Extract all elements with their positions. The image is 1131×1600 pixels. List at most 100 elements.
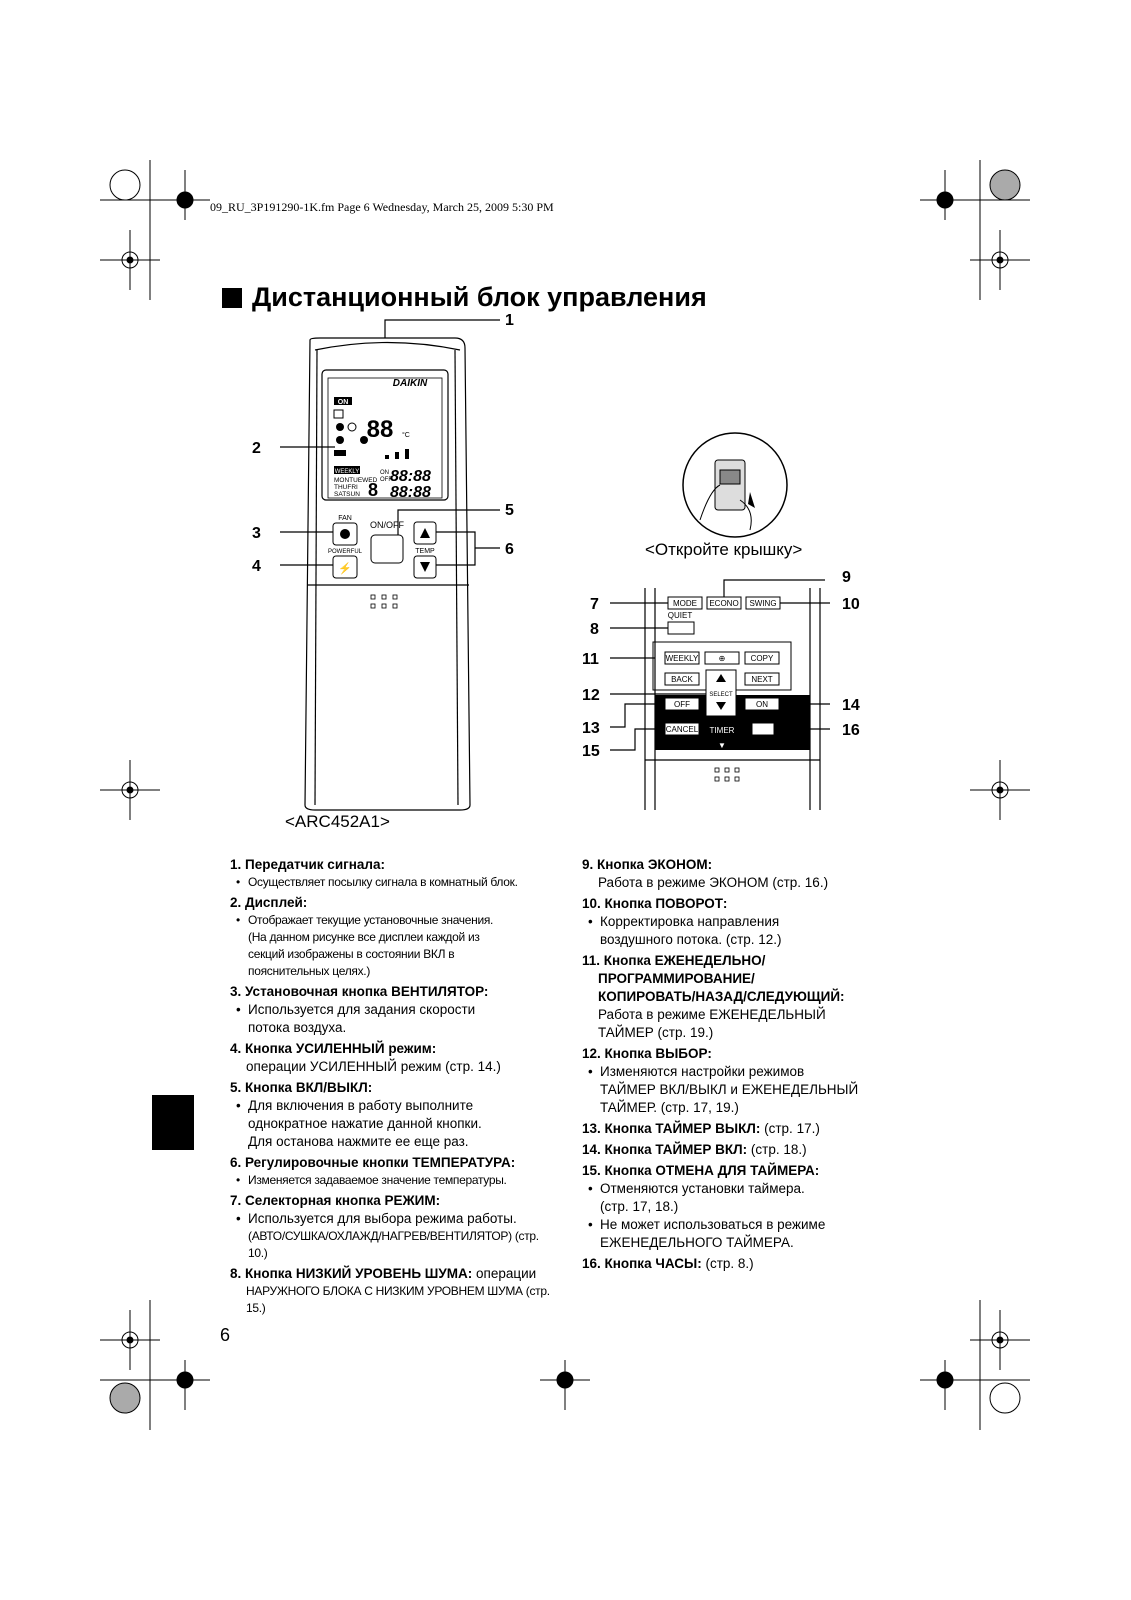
item-heading: 8. Кнопка НИЗКИЙ УРОВЕНЬ ШУМА: операции [230,1266,537,1281]
callout-1: 1 [505,312,514,329]
callout-14: 14 [842,697,860,714]
description-item: 12. Кнопка ВЫБОР: Изменяются настройки ре… [582,1045,912,1117]
item-line: (АВТО/СУШКА/ОХЛАЖД/НАГРЕВ/ВЕНТИЛЯТОР) (с… [248,1229,539,1260]
open-cover-illustration [682,432,788,538]
svg-text:88:88: 88:88 [390,468,431,485]
description-item: 13. Кнопка ТАЙМЕР ВЫКЛ: (стр. 17.) [582,1120,912,1138]
item-line: пояснительных целях.) [248,964,371,978]
item-line: воздушного потока. (стр. 12.) [600,932,782,947]
panel-figure: MODE ECONO SWING QUIET WEEKLY ⊕ COPY BAC… [582,570,860,810]
item-line: потока воздуха. [248,1020,347,1035]
description-item: 11. Кнопка ЕЖЕНЕДЕЛЬНО/ПРОГРАММИРОВАНИЕ/… [582,952,912,1042]
item-heading: 11. Кнопка ЕЖЕНЕДЕЛЬНО/ [582,953,766,968]
svg-text:TEMP: TEMP [415,548,435,555]
page-number: 6 [220,1325,231,1345]
item-line: Используется для выбора режима работы. [230,1210,560,1228]
onoff-button[interactable] [370,534,404,564]
svg-text:ON: ON [380,470,389,476]
callout-16: 16 [842,722,860,739]
item-line: (стр. 17, 18.) [600,1199,679,1214]
svg-text:QUIET: QUIET [668,611,693,620]
description-item: 9. Кнопка ЭКОНОМ:Работа в режиме ЭКОНОМ … [582,856,912,892]
svg-text:OFF: OFF [380,477,392,483]
remote-figure: DAIKIN ON 88 °C WEEKLY MONTUEWED THUFRI … [252,312,514,811]
item-heading: 4. Кнопка УСИЛЕННЫЙ режим: [230,1041,437,1056]
temp-up-button[interactable] [413,521,437,545]
item-heading: 1. Передатчик сигнала: [230,857,385,872]
callout-5: 5 [505,502,514,519]
item-line: Для останова нажмите ее еще раз. [248,1134,469,1149]
svg-text:OFF: OFF [674,700,690,709]
item-line: КОПИРОВАТЬ/НАЗАД/СЛЕДУЮЩИЙ: [598,989,845,1004]
item-line: ТАЙМЕР. (стр. 17, 19.) [600,1100,739,1115]
svg-text:▼: ▼ [718,741,726,750]
section-tab [152,1095,194,1150]
left-description-column: 1. Передатчик сигнала:Осуществляет посыл… [230,856,560,1320]
svg-text:POWERFUL: POWERFUL [328,549,363,555]
callout-12: 12 [582,687,600,704]
svg-text:°C: °C [402,431,410,439]
item-line: Отменяются установки таймера. [582,1180,912,1198]
item-line: ПРОГРАММИРОВАНИЕ/ [598,971,755,986]
svg-text:SATSUN: SATSUN [334,491,360,498]
page-title-text: Дистанционный блок управления [252,282,707,312]
description-item: 15. Кнопка ОТМЕНА ДЛЯ ТАЙМЕРА: Отменяются… [582,1162,912,1252]
temp-digits: 88 [367,416,394,443]
description-item: 2. Дисплей: Отображает текущие установочн… [230,894,560,980]
description-item: 4. Кнопка УСИЛЕННЫЙ режим: операции УСИЛЕ… [230,1040,560,1076]
svg-text:SELECT: SELECT [709,692,733,698]
powerful-button[interactable] [332,555,358,579]
item-line: Изменяются настройки режимов [582,1063,912,1081]
svg-text:WEEKLY: WEEKLY [666,654,699,663]
description-item: 16. Кнопка ЧАСЫ: (стр. 8.) [582,1255,912,1273]
callout-10: 10 [842,596,860,613]
item-heading: 2. Дисплей: [230,895,308,910]
description-item: 5. Кнопка ВКЛ/ВЫКЛ: Для включения в работ… [230,1079,560,1151]
item-line: операции УСИЛЕННЫЙ режим (стр. 14.) [246,1059,501,1074]
open-cover-caption: <Откройте крышку> [645,540,803,559]
item-heading: 3. Установочная кнопка ВЕНТИЛЯТОР: [230,984,489,999]
item-line: Работа в режиме ЕЖЕНЕДЕЛЬНЫЙ [598,1007,826,1022]
svg-text:8: 8 [368,480,378,500]
svg-text:ECONO: ECONO [709,599,738,608]
callout-13: 13 [582,720,600,737]
item-line: Отображает текущие установочные значения… [230,912,560,929]
callout-11: 11 [582,651,599,668]
item-heading: 5. Кнопка ВКЛ/ВЫКЛ: [230,1080,373,1095]
callout-4: 4 [252,558,261,575]
callout-8: 8 [590,621,599,638]
item-heading: 12. Кнопка ВЫБОР: [582,1046,712,1061]
item-heading: 14. Кнопка ТАЙМЕР ВКЛ: (стр. 18.) [582,1142,807,1157]
item-line: однократное нажатие данной кнопки. [248,1116,482,1131]
svg-text:NEXT: NEXT [751,675,772,684]
remote-model-caption: <ARC452A1> [285,812,390,831]
right-description-column: 9. Кнопка ЭКОНОМ:Работа в режиме ЭКОНОМ … [582,856,912,1276]
item-heading: 15. Кнопка ОТМЕНА ДЛЯ ТАЙМЕРА: [582,1163,820,1178]
callout-9: 9 [842,570,851,586]
fan-button[interactable] [332,522,358,546]
item-heading: 10. Кнопка ПОВОРОТ: [582,896,728,911]
temp-down-button[interactable] [413,555,437,579]
svg-text:WEEKLY: WEEKLY [335,469,360,475]
item-line: НАРУЖНОГО БЛОКА С НИЗКИМ УРОВНЕМ ШУМА (с… [246,1284,550,1315]
svg-text:THUFRI: THUFRI [334,484,358,491]
item-line: (На данном рисунке все дисплеи каждой из [248,930,480,944]
callout-2: 2 [252,440,261,457]
description-item: 1. Передатчик сигнала:Осуществляет посыл… [230,856,560,891]
item-line: Изменяется задаваемое значение температу… [230,1172,560,1189]
item-line: Для включения в работу выполните [230,1097,560,1115]
svg-text:⊕: ⊕ [719,654,726,663]
item-heading: 16. Кнопка ЧАСЫ: (стр. 8.) [582,1256,754,1271]
callout-3: 3 [252,525,261,542]
item-line: Не может использоваться в режиме [582,1216,912,1234]
item-heading: 9. Кнопка ЭКОНОМ: [582,857,713,872]
square-bullet-icon [222,287,242,308]
callout-15: 15 [582,743,600,760]
svg-text:BACK: BACK [671,675,693,684]
svg-text:FAN: FAN [338,515,352,522]
svg-text:TIMER: TIMER [710,726,735,735]
item-line: ЕЖЕНЕДЕЛЬНОГО ТАЙМЕРА. [600,1235,794,1250]
item-heading: 6. Регулировочные кнопки ТЕМПЕРАТУРА: [230,1155,516,1170]
